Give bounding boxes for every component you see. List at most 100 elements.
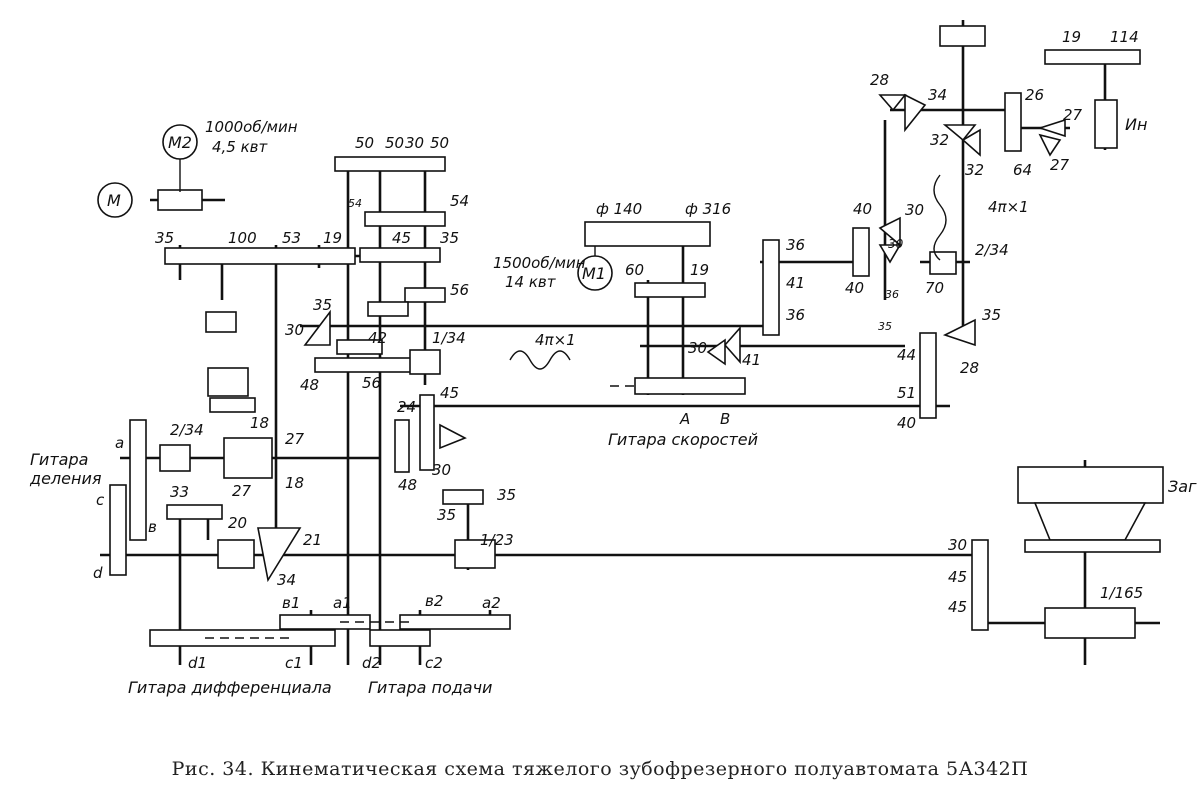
pickoff-b: в: [148, 518, 157, 536]
teeth-34-top: 34: [928, 86, 947, 104]
teeth-20: 20: [228, 514, 247, 532]
teeth-30-hob: 30: [905, 201, 924, 219]
teeth-45-table: 45: [948, 568, 967, 586]
teeth-114: 114: [1110, 28, 1139, 46]
labels: 1000об/мин 4,5 квт 1500об/мин 14 квт Гит…: [29, 28, 1197, 697]
teeth-50a: 50: [355, 134, 374, 152]
teeth-27c: 27: [1063, 106, 1083, 124]
teeth-44: 44: [897, 346, 916, 364]
bevel-gears: [257, 93, 1066, 583]
blank-label: Заг: [1168, 477, 1197, 496]
teeth-30-r: 30: [432, 461, 451, 479]
feed-group: Гитара подачи: [368, 678, 492, 697]
teeth-54b: 54: [450, 192, 469, 210]
teeth-50b: 50: [385, 134, 404, 152]
teeth-33: 33: [170, 483, 189, 501]
teeth-70: 70: [925, 279, 944, 297]
teeth-45-table2: 45: [948, 598, 967, 616]
pickoff-a2: а2: [482, 594, 501, 612]
motor-m: М: [97, 182, 133, 218]
teeth-48-r: 48: [398, 476, 417, 494]
motor-m1: М1: [577, 246, 613, 291]
teeth-42: 42: [368, 329, 387, 347]
pickoff-a: а: [115, 434, 124, 452]
teeth-56-low: 56: [362, 374, 381, 392]
pickoff-d: d: [93, 564, 103, 582]
figure-caption: Рис. 34. Кинематическая схема тяжелого з…: [171, 758, 1029, 780]
division-group-line2: деления: [29, 469, 102, 488]
teeth-18b: 18: [285, 474, 304, 492]
lead-screws: [509, 174, 947, 370]
motor-m2: М2: [162, 124, 198, 192]
teeth-41-ab: 41: [742, 351, 761, 369]
dashed-links: [205, 385, 640, 639]
blank-workpiece: [1017, 466, 1164, 553]
point-a: А: [679, 410, 690, 428]
screw-upper: 4π×1: [988, 198, 1029, 216]
differential-group: Гитара дифференциала: [128, 678, 332, 697]
teeth-36-small: 36: [885, 288, 899, 301]
teeth-30-hob2: 30: [888, 237, 904, 251]
hob-label: Ин: [1125, 115, 1147, 134]
pickoff-c2: с2: [425, 654, 443, 672]
teeth-30-bev: 30: [285, 321, 304, 339]
teeth-40a: 40: [853, 200, 872, 218]
pickoff-d1: d1: [188, 654, 207, 672]
teeth-40-right: 40: [897, 414, 916, 432]
teeth-24: 24: [397, 398, 416, 416]
teeth-45-r: 45: [440, 384, 459, 402]
ratio-worm-23: 1/23: [480, 531, 514, 549]
teeth-32a: 32: [930, 131, 949, 149]
ratio-worm-feed: 1/34: [432, 329, 466, 347]
teeth-28-top: 28: [870, 71, 889, 89]
teeth-50c: 50: [430, 134, 449, 152]
teeth-40b: 40: [845, 279, 864, 297]
teeth-35-right: 35: [982, 306, 1001, 324]
point-b: В: [720, 410, 730, 428]
m2-speed: 1000об/мин: [205, 118, 298, 136]
m1-power: 14 квт: [505, 273, 557, 291]
motor-m1-label: М1: [582, 264, 606, 283]
teeth-30-table: 30: [948, 536, 967, 554]
teeth-45-mid: 45: [392, 229, 411, 247]
pickoff-b2: в2: [425, 592, 443, 610]
speeds-group: Гитара скоростей: [608, 430, 758, 449]
division-group-line1: Гитара: [30, 450, 88, 469]
teeth-18a: 18: [250, 414, 269, 432]
teeth-28-right: 28: [960, 359, 979, 377]
teeth-36b: 36: [786, 306, 805, 324]
teeth-27b: 27: [232, 482, 252, 500]
teeth-35-bev: 35: [313, 296, 332, 314]
teeth-36a: 36: [786, 236, 805, 254]
teeth-41: 41: [786, 274, 805, 292]
teeth-35-small: 35: [878, 320, 892, 333]
teeth-35-left: 35: [155, 229, 174, 247]
teeth-27d: 27: [1050, 156, 1070, 174]
teeth-30-ab: 30: [688, 339, 707, 357]
m1-speed: 1500об/мин: [493, 254, 586, 272]
m2-power: 4,5 квт: [212, 138, 269, 156]
teeth-53: 53: [282, 229, 301, 247]
teeth-60: 60: [625, 261, 644, 279]
teeth-30-top: 30: [405, 134, 424, 152]
teeth-51: 51: [897, 384, 916, 402]
ratio-worm-table: 1/165: [1100, 584, 1143, 602]
ratio-worm-hob: 2/34: [975, 241, 1009, 259]
teeth-19-mid: 19: [690, 261, 709, 279]
teeth-48-bev: 48: [300, 376, 319, 394]
pickoff-c1: с1: [285, 654, 303, 672]
teeth-32b: 32: [965, 161, 984, 179]
teeth-54a: 54: [348, 197, 362, 210]
ratio-worm-div: 2/34: [170, 421, 204, 439]
pickoff-c: с: [96, 491, 105, 509]
teeth-35-mid: 35: [440, 229, 459, 247]
teeth-64: 64: [1013, 161, 1032, 179]
motor-m2-label: М2: [168, 133, 192, 152]
teeth-19-left: 19: [323, 229, 342, 247]
teeth-21: 21: [303, 531, 322, 549]
pulley-small: ф 140: [596, 200, 642, 218]
teeth-35-r2: 35: [437, 506, 456, 524]
screw-mid: 4π×1: [535, 331, 576, 349]
teeth-35-r: 35: [497, 486, 516, 504]
